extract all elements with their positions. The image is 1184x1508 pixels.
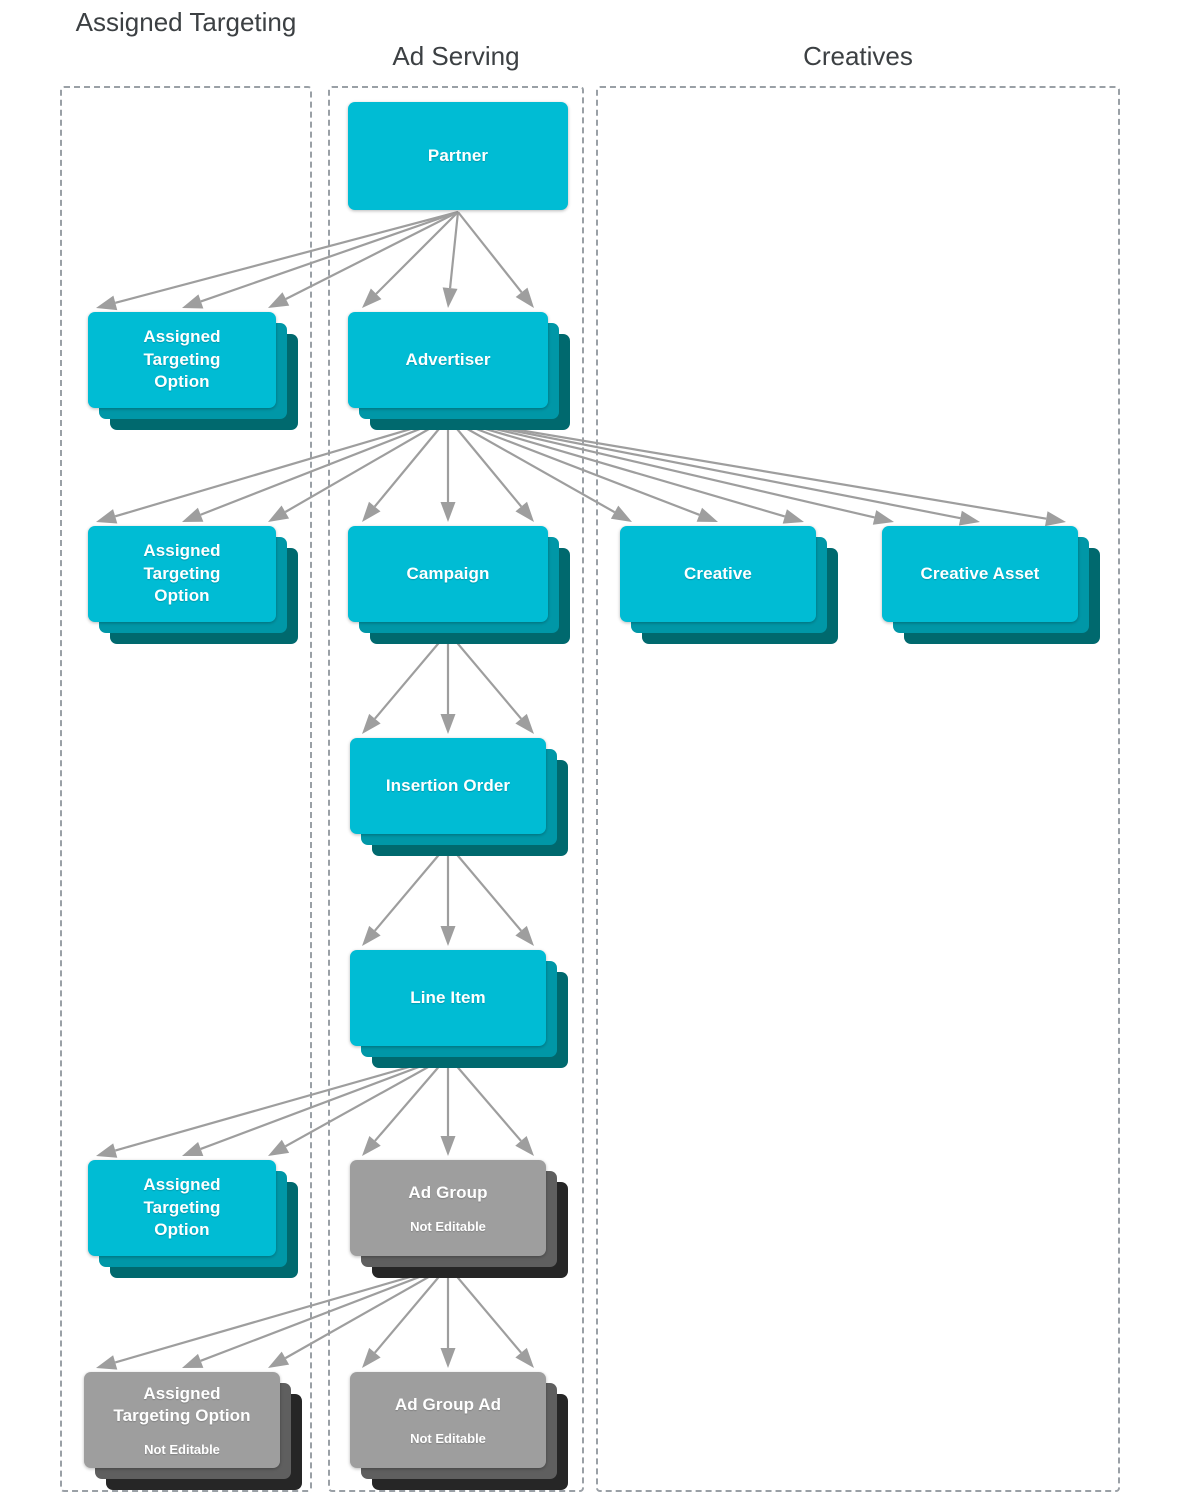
node-creative[interactable]: Creative	[620, 526, 838, 644]
node-title: Creative Asset	[920, 563, 1040, 583]
node-insertion-order[interactable]: Insertion Order	[350, 738, 568, 856]
node-title: Assigned Targeting Option	[113, 1383, 251, 1426]
node-card[interactable]: Ad Group Ad Not Editable	[350, 1372, 546, 1468]
node-ato-partner[interactable]: Assigned Targeting Option	[88, 312, 298, 430]
node-title: Line Item	[410, 987, 486, 1007]
node-title: Creative	[684, 563, 752, 583]
node-title: Campaign	[406, 563, 490, 583]
node-card[interactable]: Assigned Targeting Option	[88, 1160, 276, 1256]
node-partner[interactable]: Partner	[348, 102, 568, 210]
node-title: Assigned Targeting Option	[143, 327, 221, 392]
node-line-item[interactable]: Line Item	[350, 950, 568, 1068]
node-not-editable-label: Not Editable	[144, 1441, 220, 1457]
node-card[interactable]: Assigned Targeting Option	[88, 312, 276, 408]
node-title: Assigned Targeting Option	[143, 541, 221, 606]
node-card[interactable]: Campaign	[348, 526, 548, 622]
node-not-editable-label: Not Editable	[410, 1430, 486, 1446]
node-ad-group-ad[interactable]: Ad Group Ad Not Editable	[350, 1372, 568, 1490]
node-title: Ad Group Ad	[394, 1394, 502, 1414]
node-advertiser[interactable]: Advertiser	[348, 312, 570, 430]
node-title: Insertion Order	[385, 775, 511, 795]
node-card[interactable]: Partner	[348, 102, 568, 210]
swimlane-creatives	[596, 86, 1120, 1492]
node-ato-line-item[interactable]: Assigned Targeting Option	[88, 1160, 298, 1278]
node-card[interactable]: Advertiser	[348, 312, 548, 408]
node-ato-advertiser[interactable]: Assigned Targeting Option	[88, 526, 298, 644]
node-card[interactable]: Insertion Order	[350, 738, 546, 834]
column-header-creatives: Creatives	[803, 41, 913, 71]
column-header-ad-serving: Ad Serving	[392, 41, 520, 71]
node-card[interactable]: Creative	[620, 526, 816, 622]
node-card[interactable]: Line Item	[350, 950, 546, 1046]
node-title: Advertiser	[405, 349, 491, 369]
swimlane-ad-serving	[328, 86, 584, 1492]
node-creative-asset[interactable]: Creative Asset	[882, 526, 1100, 644]
node-title: Ad Group	[408, 1182, 488, 1202]
node-card[interactable]: Assigned Targeting Option	[88, 526, 276, 622]
node-campaign[interactable]: Campaign	[348, 526, 570, 644]
node-title: Assigned Targeting Option	[143, 1175, 221, 1240]
swimlane-assigned-targeting	[60, 86, 312, 1492]
node-title: Partner	[427, 145, 489, 165]
node-not-editable-label: Not Editable	[410, 1218, 486, 1234]
node-card[interactable]: Creative Asset	[882, 526, 1078, 622]
column-header-assigned-targeting: Assigned Targeting	[75, 7, 297, 37]
